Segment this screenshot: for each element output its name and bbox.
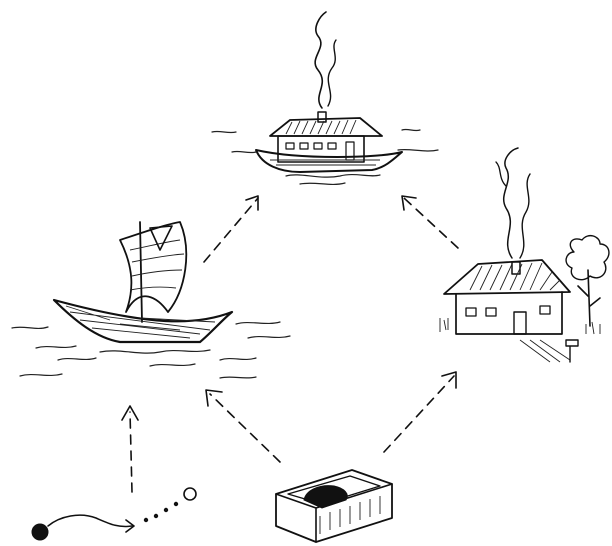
house-icon [439,147,610,363]
edge-start-to-sailboat [121,405,139,493]
open-box-icon [275,469,393,543]
edge-sailboat-to-houseboat [203,195,259,263]
edge-box-to-sailboat [205,389,281,463]
edge-house-to-houseboat [401,195,459,249]
edge-box-to-house [383,371,457,453]
sailboat-icon [11,221,291,379]
path-start-icon [31,487,197,541]
houseboat-icon [211,11,439,186]
